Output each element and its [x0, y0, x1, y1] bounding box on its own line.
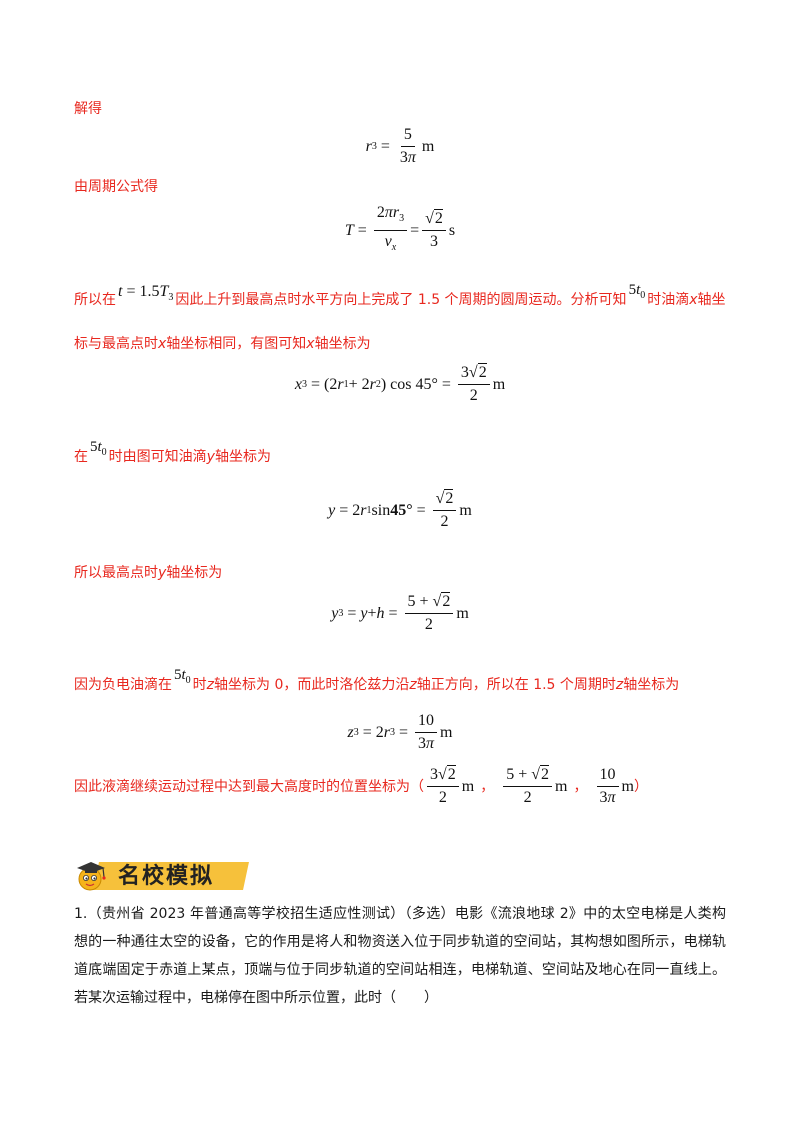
section-title: 名校模拟 — [118, 864, 215, 889]
section-banner: 名校模拟 — [74, 858, 250, 894]
graduate-mascot-icon — [77, 862, 106, 891]
solution-line-x-coordinate: 标与最高点时x轴坐标相同，有图可知x轴坐标为 — [74, 336, 371, 352]
solution-line-solved: 解得 — [74, 101, 102, 117]
solution-line-y-at-top: 所以最高点时y轴坐标为 — [74, 565, 223, 581]
question-1: 1.（贵州省 2023 年普通高等学校招生适应性测试）（多选）电影《流浪地球 2… — [74, 906, 726, 1006]
solution-line-period-formula: 由周期公式得 — [74, 179, 158, 195]
